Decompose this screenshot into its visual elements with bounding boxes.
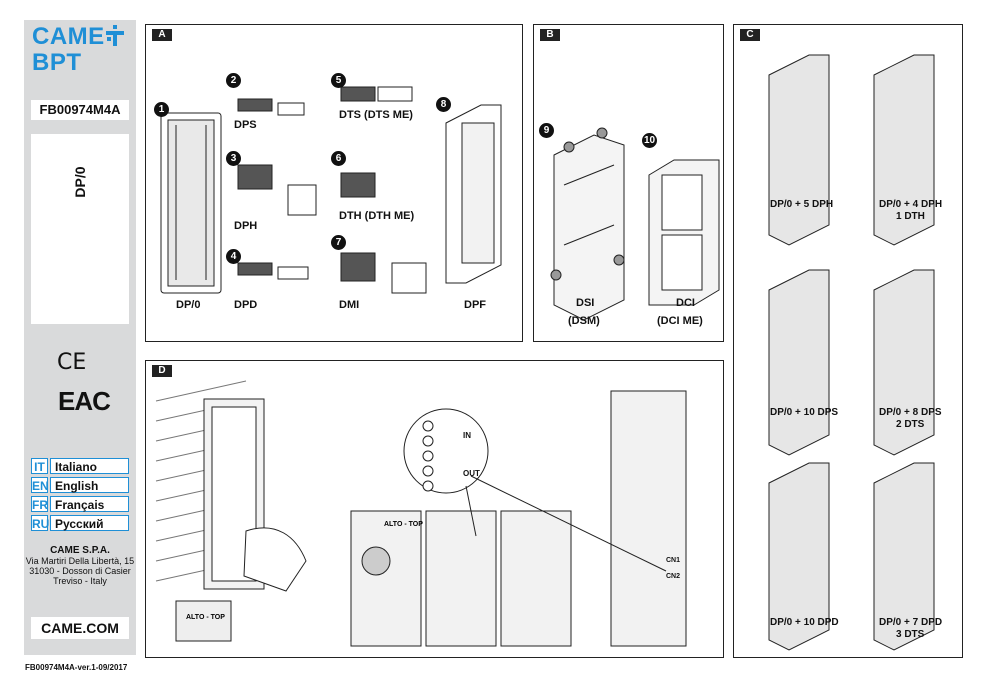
alto-top-label-small: ALTO - TOP xyxy=(186,614,225,621)
document-code: FB00974M4A xyxy=(31,100,129,120)
panel-c-drawings xyxy=(768,54,935,651)
label-dts: DTS (DTS ME) xyxy=(339,109,413,121)
config-label-3: DP/0 + 10 DPS xyxy=(770,407,839,418)
label-dci: DCI xyxy=(676,297,695,309)
out-label: OUT xyxy=(463,469,480,478)
item-number-4: 4 xyxy=(226,249,241,264)
label-dp0: DP/0 xyxy=(176,299,201,311)
label-dsi: DSI xyxy=(576,297,595,309)
panel-d: D ALTO - TOP ALTO - TOP xyxy=(145,360,724,658)
website-link[interactable]: CAME.COM xyxy=(31,617,129,639)
item-number-8: 8 xyxy=(436,97,451,112)
item-number-9: 9 xyxy=(539,123,554,138)
panel-b: B 9 DSI (DSM) 10 DCI (DCI ME) xyxy=(533,24,724,342)
panel-a-tag: A xyxy=(152,29,172,41)
label-dph: DPH xyxy=(234,220,258,232)
model-box: DP/0 xyxy=(31,134,129,324)
footer-version: FB00974M4A-ver.1-09/2017 xyxy=(25,663,128,672)
config-label-1: DP/0 + 5 DPH xyxy=(770,199,834,210)
company-address-2: 31030 - Dosson di Casier xyxy=(29,566,131,576)
brand-symbol-icon xyxy=(106,25,124,46)
item-number-6: 6 xyxy=(331,151,346,166)
config-label-4: DP/0 + 8 DPS xyxy=(879,407,942,418)
item-number-3: 3 xyxy=(226,151,241,166)
dp0-frame-icon xyxy=(160,112,222,294)
zoom-detail-icon xyxy=(403,408,489,494)
config-label-6b: 3 DTS xyxy=(896,629,925,640)
company-info: CAME S.P.A. Via Martiri Della Libertà, 1… xyxy=(24,545,136,587)
item-number-5: 5 xyxy=(331,73,346,88)
item-number-10: 10 xyxy=(642,133,657,148)
cn2-label: CN2 xyxy=(666,573,681,580)
label-dci-me: (DCI ME) xyxy=(657,315,703,327)
dci-frame-icon xyxy=(648,159,720,306)
item-number-1: 1 xyxy=(154,102,169,117)
company-name: CAME S.P.A. xyxy=(50,545,110,556)
panel-a-drawings xyxy=(160,86,502,294)
company-address-3: Treviso - Italy xyxy=(53,576,107,586)
config-label-2: DP/0 + 4 DPH xyxy=(879,199,943,210)
came-bpt-logo: CAME BPT xyxy=(24,20,136,82)
cn1-label: CN1 xyxy=(666,557,681,564)
dpf-frame-icon xyxy=(445,104,502,284)
model-name: DP/0 xyxy=(72,166,88,198)
in-label: IN xyxy=(463,431,471,440)
label-dmi: DMI xyxy=(339,299,360,311)
alto-top-label-panel: ALTO - TOP xyxy=(384,521,423,528)
hand-icon xyxy=(243,527,307,592)
label-dsm: (DSM) xyxy=(568,315,600,327)
panel-b-tag: B xyxy=(540,29,560,41)
panel-a: A 1 DP/0 2 DPS 3 xyxy=(145,24,523,342)
eac-mark: EAC xyxy=(58,386,111,416)
panel-d-tag: D xyxy=(152,365,172,377)
label-dps: DPS xyxy=(234,119,257,131)
config-label-4b: 2 DTS xyxy=(896,419,925,430)
label-dpd: DPD xyxy=(234,299,258,311)
dsi-box-icon xyxy=(550,127,625,321)
company-address-1: Via Martiri Della Libertà, 15 xyxy=(25,556,135,566)
brand-bpt: BPT xyxy=(32,49,82,76)
item-number-2: 2 xyxy=(226,73,241,88)
item-number-7: 7 xyxy=(331,235,346,250)
brand-came: CAME xyxy=(32,23,105,50)
panel-c-tag: C xyxy=(740,29,760,41)
panel-d-drawings: ALTO - TOP ALTO - TOP xyxy=(155,380,687,647)
config-label-5: DP/0 + 10 DPD xyxy=(770,617,839,628)
panel-b-drawings xyxy=(550,127,720,321)
config-label-6: DP/0 + 7 DPD xyxy=(879,617,943,628)
panel-c: C DP/0 + 5 DPH DP/0 + 4 DPH 1 DTH DP/0 +… xyxy=(733,24,963,658)
ce-mark: CE xyxy=(57,350,87,375)
config-label-2b: 1 DTH xyxy=(896,211,925,222)
label-dth: DTH (DTH ME) xyxy=(339,210,415,222)
label-dpf: DPF xyxy=(464,299,486,311)
